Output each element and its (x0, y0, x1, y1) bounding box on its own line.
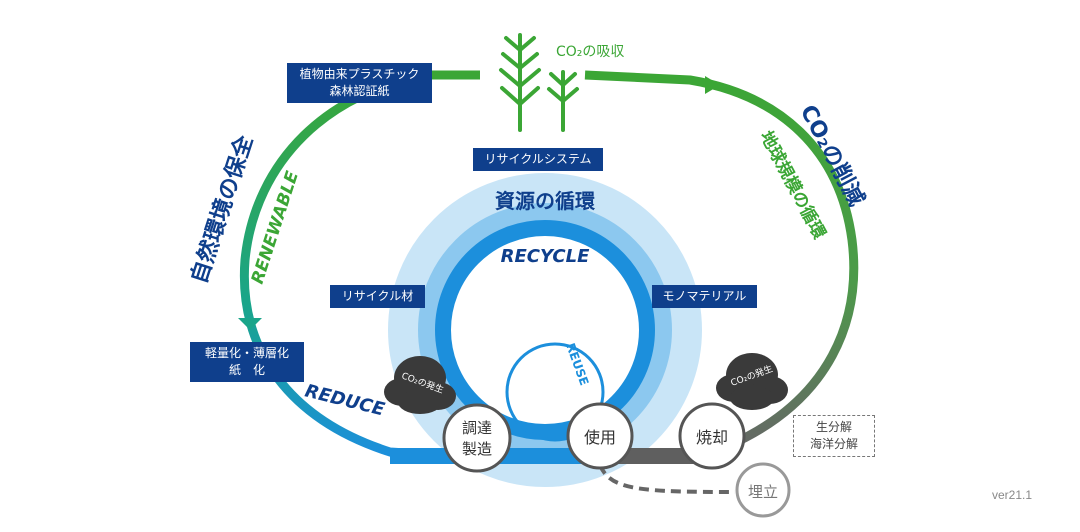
recycle-material-box: リサイクル材 (330, 285, 425, 308)
reuse-ring (505, 342, 605, 442)
stage-landfill-label: 埋立 (748, 483, 778, 501)
stage-procure-circle (442, 403, 512, 473)
lightweight-box: 軽量化・薄層化 紙 化 (190, 342, 304, 382)
right-outer-arc (584, 70, 859, 457)
co2-cloud-left (384, 356, 456, 414)
recycle-system-box: リサイクルシステム (473, 148, 603, 171)
biodegradation-box: 生分解 海洋分解 (793, 415, 875, 457)
recycle-outer-ring (388, 173, 702, 487)
left-arc-arrow (238, 318, 262, 330)
plant-icon (499, 33, 579, 132)
lightweight-line1: 軽量化・薄層化 (204, 346, 289, 360)
stage-landfill-circle (735, 462, 791, 518)
stage-burn-label: 焼却 (696, 428, 728, 447)
biodegradation-line2: 海洋分解 (809, 437, 858, 451)
biodegradation-line1: 生分解 (815, 420, 852, 434)
recycle-system-label: リサイクルシステム (484, 152, 592, 166)
plant-plastic-line2: 森林認証紙 (329, 84, 390, 98)
monomaterial-label: モノマテリアル (662, 289, 747, 303)
center-title: 資源の循環 (495, 189, 596, 213)
right-arc-arrow (705, 76, 720, 94)
stage-use-label: 使用 (584, 428, 616, 447)
co2-absorption-label: CO₂の吸収 (556, 44, 624, 60)
monomaterial-box: モノマテリアル (652, 285, 757, 308)
left-arc-keyword: RENEWABLE (248, 168, 303, 286)
version-label: ver21.1 (991, 488, 1032, 502)
landfill-dashed-path (598, 464, 736, 494)
co2-cloud-right (716, 353, 788, 410)
recycle-center (457, 242, 633, 418)
plant-plastic-line1: 植物由来プラスチック (299, 67, 420, 81)
stage-burn-circle (678, 402, 746, 470)
recycle-material-label: リサイクル材 (341, 289, 414, 303)
stage-procure-line2: 製造 (462, 440, 492, 458)
recycle-inner-ring (435, 220, 655, 440)
lightweight-line2: 紙 化 (228, 363, 265, 377)
plant-plastic-box: 植物由来プラスチック 森林認証紙 (287, 63, 432, 103)
stage-procure-line1: 調達 (462, 419, 492, 437)
recycle-label: RECYCLE (501, 246, 590, 267)
stage-use-circle (566, 402, 634, 470)
